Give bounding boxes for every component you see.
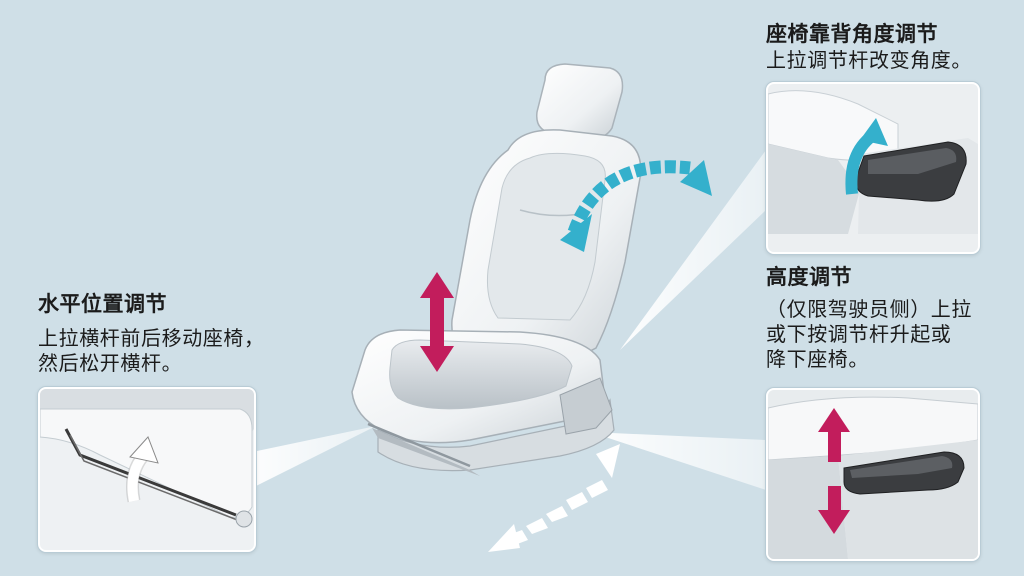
recline-adjust-title: 座椅靠背角度调节 bbox=[766, 22, 938, 46]
beam-to-recline-callout bbox=[620, 150, 766, 350]
height-adjust-desc-line: 或下按调节杆升起或 bbox=[766, 322, 952, 346]
recline-adjust-section: 座椅靠背角度调节 上拉调节杆改变角度。 bbox=[766, 20, 972, 73]
recline-adjust-desc-line: 上拉调节杆改变角度。 bbox=[766, 48, 972, 72]
height-adjust-section: 高度调节 （仅限驾驶员侧）上拉 或下按调节杆升起或 降下座椅。 bbox=[766, 263, 972, 372]
horizontal-adjust-desc-line: 然后松开横杆。 bbox=[38, 351, 183, 375]
recline-arrow-icon bbox=[560, 160, 712, 252]
horizontal-lever-closeup bbox=[40, 389, 254, 550]
seat-side-mechanism bbox=[559, 377, 613, 435]
recline-lever-closeup bbox=[768, 84, 978, 252]
seat-lever-bar bbox=[367, 422, 471, 468]
seat-headrest bbox=[535, 63, 624, 140]
beam-to-horizontal-callout bbox=[252, 426, 376, 488]
recline-lift-arrow-icon bbox=[845, 118, 888, 195]
horizontal-adjust-title: 水平位置调节 bbox=[38, 292, 167, 316]
height-adjust-desc-line: （仅限驾驶员侧）上拉 bbox=[766, 297, 972, 321]
height-adjust-desc-line: 降下座椅。 bbox=[766, 347, 869, 371]
curved-up-arrow-icon bbox=[126, 436, 159, 503]
seat-rail bbox=[372, 428, 480, 476]
height-lever-arrow-icon bbox=[818, 408, 850, 534]
height-lever-callout bbox=[766, 388, 980, 561]
beam-to-height-callout bbox=[590, 432, 766, 490]
height-adjust-title: 高度调节 bbox=[766, 265, 852, 289]
height-lever-closeup bbox=[768, 390, 978, 559]
recline-lever-callout bbox=[766, 82, 980, 254]
backrest-panel bbox=[487, 152, 606, 321]
height-arrow-icon bbox=[420, 272, 454, 372]
horizontal-adjust-section: 水平位置调节 上拉横杆前后移动座椅， 然后松开横杆。 bbox=[38, 290, 265, 376]
slide-arrow-icon bbox=[488, 444, 620, 552]
horizontal-lever-callout bbox=[38, 387, 256, 552]
horizontal-adjust-desc-line: 上拉横杆前后移动座椅， bbox=[38, 326, 265, 350]
